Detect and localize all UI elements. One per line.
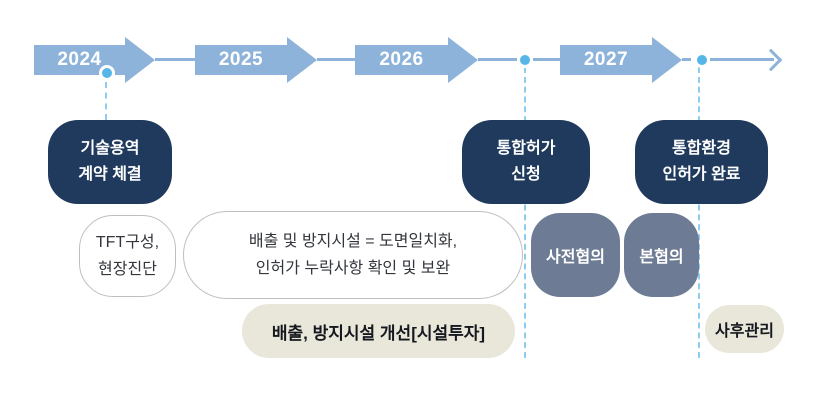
timeline-arrow-2026-icon (448, 37, 478, 83)
dashed-connector-2024 (105, 82, 107, 120)
activity-main-consult-label: 본협의 (639, 249, 684, 266)
year-label-2024: 2024 (57, 49, 102, 70)
milestone-permit-complete-label: 통합환경 인허가 완료 (662, 140, 741, 183)
timeline-arrow-2027-icon (652, 37, 682, 83)
milestone-contract-bubble: 기술용역 계약 체결 (48, 120, 172, 204)
year-label-2027: 2027 (583, 49, 629, 70)
activity-tft-bubble: TFT구성, 현장진단 (79, 215, 176, 297)
timeline-line-seg-5 (682, 58, 691, 61)
milestone-permit-apply-bubble: 통합허가 신청 (462, 120, 590, 204)
timeline-node-dot-permit-apply (517, 52, 533, 68)
timeline-arrow-2025-icon (287, 37, 317, 83)
task-post-mgmt-label: 사후관리 (715, 323, 774, 340)
activity-pre-consult-label: 사전협의 (546, 249, 605, 266)
dashed-connector-permit-complete (698, 67, 700, 358)
timeline-bar-2025: 2025 (195, 45, 287, 75)
activity-main-consult-bubble: 본협의 (624, 213, 699, 297)
activity-pre-consult-bubble: 사전협의 (531, 213, 620, 297)
task-post-mgmt-bubble: 사후관리 (705, 305, 784, 353)
timeline-arrow-2024-icon (125, 37, 155, 83)
task-improvement-label: 배출, 방지시설 개선[시설투자] (271, 323, 486, 343)
milestone-contract-label: 기술용역 계약 체결 (78, 140, 142, 183)
timeline-line-seg-3 (478, 58, 517, 61)
dashed-connector-permit-apply (524, 67, 526, 358)
timeline-line-seg-1 (155, 58, 197, 61)
activity-tft-label: TFT구성, 현장진단 (95, 233, 160, 278)
timeline-line-seg-6 (710, 58, 774, 61)
year-label-2025: 2025 (218, 49, 264, 70)
timeline-line-seg-4 (533, 58, 561, 61)
activity-facility-check-label: 배출 및 방지시설 = 도면일치화, 인허가 누락사항 확인 및 보완 (248, 232, 458, 277)
year-label-2026: 2026 (379, 49, 424, 70)
milestone-permit-complete-bubble: 통합환경 인허가 완료 (635, 120, 768, 204)
task-improvement-bubble: 배출, 방지시설 개선[시설투자] (242, 304, 515, 358)
timeline-bar-2026: 2026 (355, 45, 448, 75)
milestone-permit-apply-label: 통합허가 신청 (496, 140, 556, 183)
timeline-bar-2027: 2027 (560, 45, 652, 75)
timeline-node-dot-permit-complete (694, 52, 710, 68)
timeline-line-seg-2 (317, 58, 357, 61)
timeline-node-dot-2024 (99, 65, 115, 81)
arrow-head-icon (759, 48, 783, 72)
activity-facility-check-bubble: 배출 및 방지시설 = 도면일치화, 인허가 누락사항 확인 및 보완 (183, 211, 523, 299)
